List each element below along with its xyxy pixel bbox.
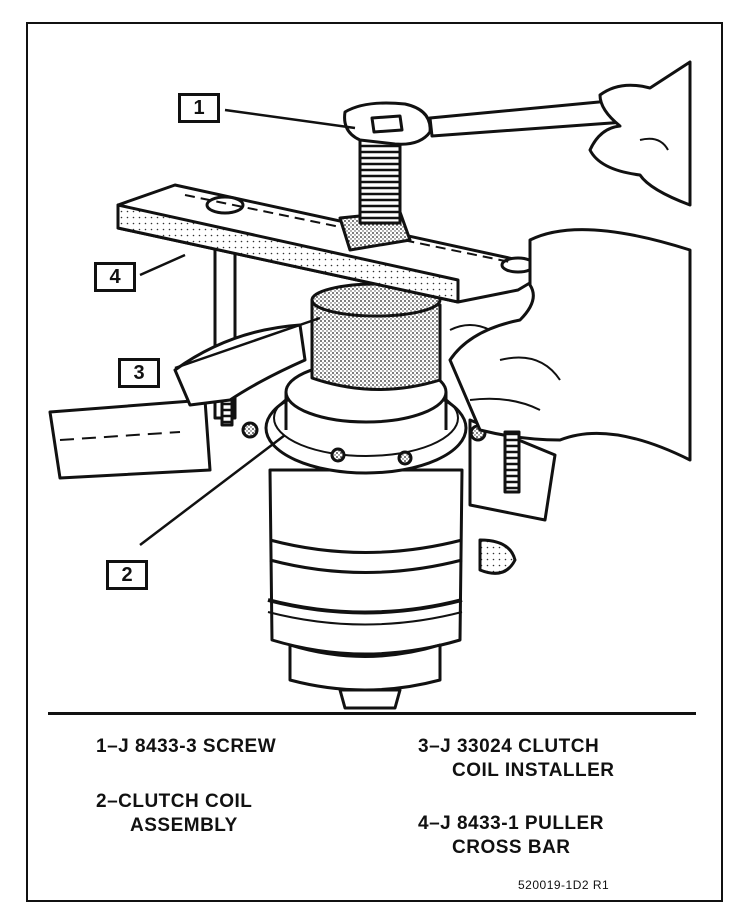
legend-item-2: 2–CLUTCH COIL ASSEMBLY xyxy=(96,790,252,838)
legend-item-1: 1–J 8433-3 SCREW xyxy=(96,735,276,759)
legend-item-3: 3–J 33024 CLUTCH COIL INSTALLER xyxy=(418,735,615,783)
leader-3 xyxy=(174,316,321,370)
figure-frame xyxy=(26,22,723,902)
leader-1 xyxy=(224,108,356,130)
legend-divider xyxy=(48,712,696,715)
compressor-body xyxy=(268,468,464,656)
legend-item-2-line1: 2–CLUTCH COIL xyxy=(96,791,253,812)
coil-installer xyxy=(310,298,442,391)
leader-4 xyxy=(139,253,186,277)
legend-item-4-line1: 4–J 8433-1 PULLER xyxy=(418,813,604,834)
hand-right xyxy=(448,228,692,462)
legend-item-4: 4–J 8433-1 PULLER CROSS BAR xyxy=(418,812,604,860)
legend-item-3-line1: 3–J 33024 CLUTCH xyxy=(418,736,600,757)
figure-code: 520019-1D2 R1 xyxy=(518,878,610,892)
callout-1: 1 xyxy=(178,93,220,123)
callout-3: 3 xyxy=(118,358,160,388)
legend-item-4-line2: CROSS BAR xyxy=(452,837,571,858)
left-bracket xyxy=(48,398,212,480)
callout-4: 4 xyxy=(94,262,136,292)
legend-item-3-line2: COIL INSTALLER xyxy=(452,760,615,781)
bracket-dash xyxy=(59,431,181,441)
legend-item-2-line2: ASSEMBLY xyxy=(130,815,238,836)
legend-item-1-line1: 1–J 8433-3 SCREW xyxy=(96,736,277,757)
leader-2 xyxy=(139,434,286,546)
hand-upper xyxy=(588,60,692,207)
callout-2: 2 xyxy=(106,560,148,590)
